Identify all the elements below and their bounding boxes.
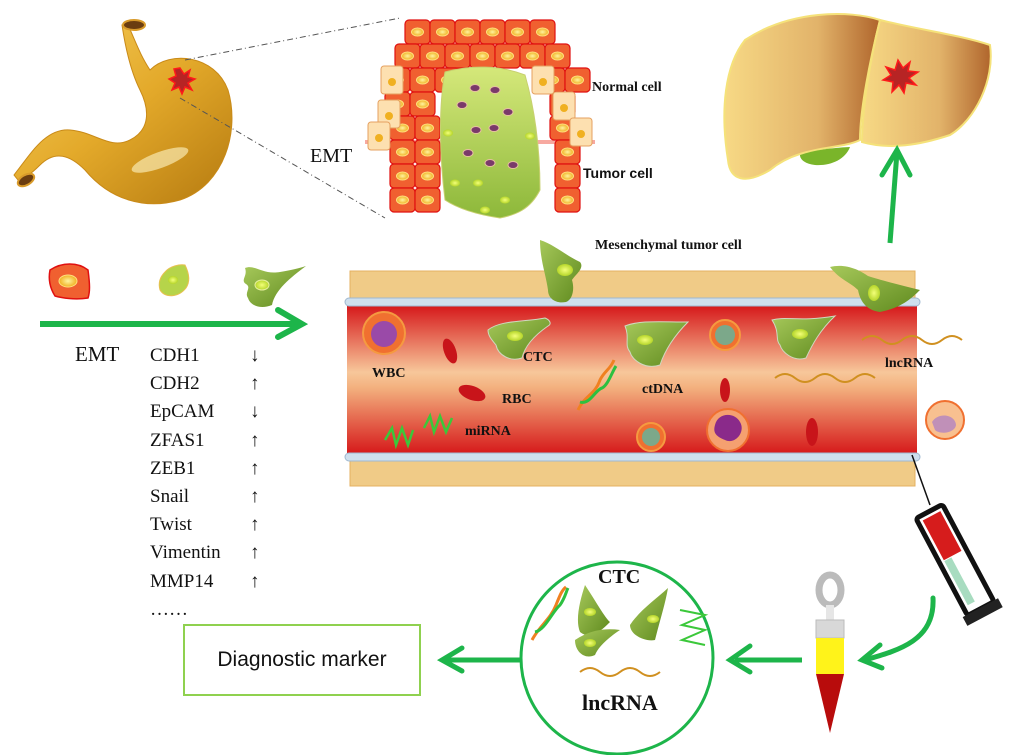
- circle-ctc-label: CTC: [598, 566, 641, 588]
- stomach-illustration: [13, 19, 233, 205]
- neutrophil-icon: [925, 400, 965, 440]
- neutrophil-icon: [706, 408, 750, 452]
- emt-marker-name: CDH1: [150, 345, 200, 366]
- wbc-label: WBC: [372, 366, 406, 381]
- blood-vessel: [344, 270, 921, 487]
- emt-marker-name: Twist: [150, 514, 192, 536]
- zoom-line-bottom: [179, 97, 386, 219]
- leukocyte-icon: [636, 422, 666, 452]
- down-arrow-icon: ↓: [250, 401, 260, 423]
- up-arrow-icon: ↑: [250, 542, 260, 564]
- arrow-to-liver-head: [879, 144, 913, 178]
- up-arrow-icon: ↑: [250, 570, 260, 592]
- emt-marker-name: Vimentin: [150, 542, 221, 564]
- spacer: [250, 596, 260, 624]
- epithelium-tissue-illustration: [365, 19, 595, 219]
- emt-marker-name: MMP14: [150, 570, 214, 592]
- rbc-label: RBC: [502, 392, 532, 407]
- mirna-icon: [678, 609, 709, 646]
- lncrna-strand-icon: [774, 373, 876, 383]
- emt-marker-direction-list: ↓ ↑ ↓ ↑ ↑ ↑ ↑ ↑ ↑: [250, 342, 260, 624]
- mirna-label: miRNA: [465, 424, 511, 439]
- mesenchymal-tumor-cell-label: Mesenchymal tumor cell: [595, 238, 742, 253]
- emt-label-left: EMT: [75, 342, 120, 366]
- up-arrow-icon: ↑: [250, 514, 260, 536]
- rbc-cell-icon: [806, 418, 818, 446]
- wbc-cell-icon: [362, 311, 406, 355]
- ctc-cell-icon: [624, 321, 690, 367]
- emt-marker-name: ZFAS1: [150, 429, 205, 451]
- up-arrow-icon: ↑: [250, 486, 260, 508]
- diagnostic-marker-box: Diagnostic marker: [183, 624, 421, 696]
- mirna-icon: [383, 412, 454, 450]
- tumor-cell-label: Tumor cell: [583, 165, 653, 181]
- mesenchymal-cell-icon: [243, 266, 306, 308]
- emt-marker-name: ZEB1: [150, 457, 196, 479]
- emt-marker-name: EpCAM: [150, 401, 215, 423]
- up-arrow-icon: ↑: [250, 373, 260, 395]
- arrow-to-liver: [887, 151, 900, 244]
- lncrna-strand-icon: [861, 335, 963, 345]
- emt-marker-name: ……: [150, 598, 188, 620]
- ctc-cell-icon: [630, 588, 668, 641]
- emt-arrow-head: [275, 307, 309, 340]
- zoom-line-top: [184, 17, 401, 61]
- lncrna-strand-icon: [579, 667, 661, 677]
- emt-marker-name: CDH2: [150, 373, 200, 395]
- down-arrow-icon: ↓: [250, 345, 260, 366]
- arrow-syringe-to-tube: [862, 595, 936, 663]
- rbc-cell-icon: [458, 384, 486, 402]
- diagnostic-marker-label: Diagnostic marker: [217, 648, 387, 671]
- rbc-cell-icon: [442, 338, 458, 364]
- emt-label-top: EMT: [310, 145, 353, 167]
- ctc-label: CTC: [523, 350, 553, 365]
- liver-illustration: [723, 13, 992, 180]
- up-arrow-icon: ↑: [250, 429, 260, 451]
- ctdna-helix-icon: [576, 359, 616, 411]
- circle-lncrna-label: lncRNA: [582, 690, 658, 715]
- sample-tube-icon: [815, 571, 845, 733]
- syringe-icon: [911, 454, 1003, 626]
- liver-tumor-icon: [881, 58, 921, 95]
- lncrna-label: lncRNA: [885, 356, 934, 371]
- liquid-biopsy-circle: [519, 560, 715, 755]
- normal-cell-label: Normal cell: [592, 80, 662, 95]
- ctdna-label: ctDNA: [642, 382, 684, 397]
- ctc-cell-icon: [575, 629, 620, 657]
- stomach-tumor-icon: [167, 67, 197, 96]
- leukocyte-icon: [709, 319, 741, 351]
- up-arrow-icon: ↑: [250, 457, 260, 479]
- rbc-cell-icon: [720, 378, 730, 402]
- emt-marker-name: Snail: [150, 486, 190, 508]
